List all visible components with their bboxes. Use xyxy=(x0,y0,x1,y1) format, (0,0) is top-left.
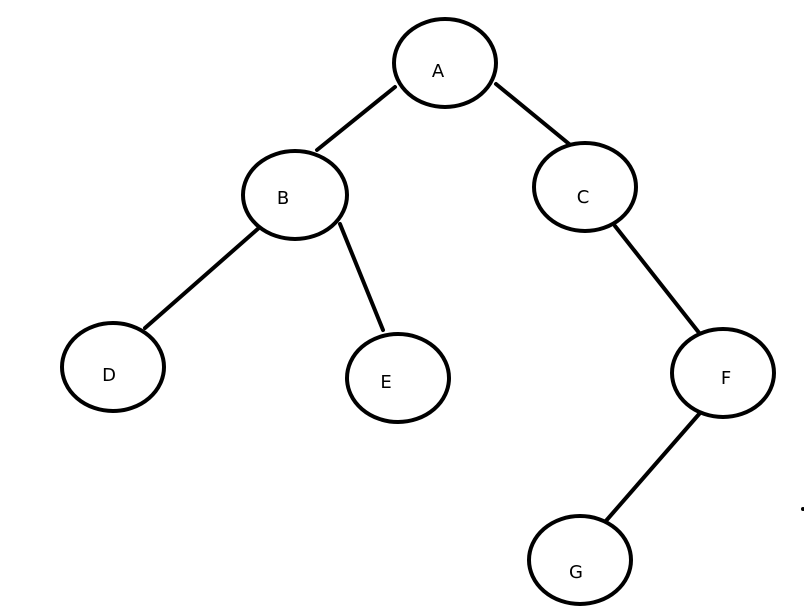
nodes-layer: A B C D E F G xyxy=(60,17,776,606)
stray-dot-mark xyxy=(801,507,804,511)
edge-f-g xyxy=(603,411,702,524)
tree-node-c: C xyxy=(532,141,638,233)
edge-a-c xyxy=(494,82,576,150)
node-d-label: D xyxy=(102,365,116,386)
tree-node-d: D xyxy=(60,321,166,413)
tree-node-e: E xyxy=(345,332,451,424)
tree-node-a: A xyxy=(392,17,498,109)
edge-b-d xyxy=(143,225,262,330)
tree-node-b: B xyxy=(241,149,349,241)
edge-b-e xyxy=(338,222,385,332)
node-a-label: A xyxy=(432,61,445,82)
node-e-label: E xyxy=(380,372,391,393)
edge-c-f xyxy=(613,224,702,336)
node-f-label: F xyxy=(721,368,731,389)
edge-a-b xyxy=(315,85,397,152)
node-g-ellipse xyxy=(527,514,633,606)
node-b-label: B xyxy=(277,188,289,209)
node-b-ellipse xyxy=(241,149,349,241)
edges-layer xyxy=(143,82,702,524)
tree-node-f: F xyxy=(670,327,776,419)
node-d-ellipse xyxy=(60,321,166,413)
node-g-label: G xyxy=(569,562,583,583)
node-c-ellipse xyxy=(532,141,638,233)
node-f-ellipse xyxy=(670,327,776,419)
node-c-label: C xyxy=(577,187,590,208)
node-e-ellipse xyxy=(345,332,451,424)
node-a-ellipse xyxy=(392,17,498,109)
tree-node-g: G xyxy=(527,514,633,606)
